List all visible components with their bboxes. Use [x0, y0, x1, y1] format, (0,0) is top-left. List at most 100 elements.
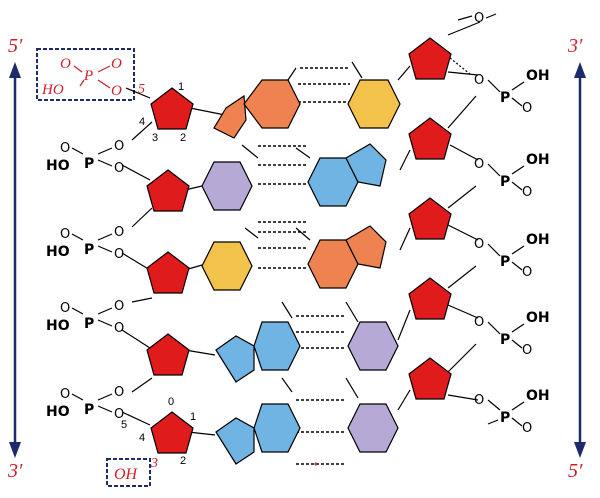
bottom-sugar-c1: 1: [190, 411, 196, 423]
phosphate-box-o-left: O: [60, 56, 71, 72]
svg-text:P: P: [500, 332, 510, 348]
base-row3-left-pyrimidine: [201, 241, 253, 291]
right-phosphate-1: O OH P O O: [457, 11, 550, 116]
left-sugars: [146, 87, 194, 454]
left-phosphate-4: O O HO P O: [46, 385, 124, 422]
right-phosphate-2: O OH P O: [474, 152, 550, 200]
svg-text:O: O: [474, 157, 484, 172]
base-row4-right-pyrimidine: [347, 321, 399, 371]
phosphate-5prime-group: O P O HO O 5: [41, 56, 151, 99]
top-sugar-c1: 1: [178, 81, 184, 93]
glycosidic-bonds: [184, 65, 411, 436]
phosphate-box-o-bottom: O: [111, 83, 122, 99]
svg-text:P: P: [84, 156, 94, 172]
left-sugar-1: [150, 87, 194, 130]
right-top-3prime-label: 3′: [567, 35, 583, 57]
phosphate-box-o-right: O: [111, 56, 122, 72]
svg-text:OH: OH: [526, 388, 550, 404]
base-row5-left-purine: [215, 403, 301, 465]
base-row3-right-purine: [307, 225, 387, 289]
base-row1-right-pyrimidine: [347, 79, 401, 129]
left-phosphate-1: O O HO P O: [46, 139, 124, 176]
right-sugar-4: [408, 277, 452, 320]
top-sugar-c2: 2: [180, 132, 186, 144]
base-row2-left-pyrimidine: [201, 161, 253, 211]
svg-text:O: O: [60, 301, 70, 316]
right-phosphate-4: O OH P O: [474, 310, 550, 358]
left-sugar-2: [146, 169, 190, 212]
svg-text:HO: HO: [46, 244, 70, 260]
svg-text:OH: OH: [526, 152, 550, 168]
left-backbone-lines: [121, 121, 153, 426]
hydrogen-bonds: [258, 67, 350, 465]
svg-text:O: O: [474, 73, 484, 88]
svg-text:O: O: [114, 161, 124, 176]
left-phosphate-3: O O HO P O: [46, 299, 124, 336]
svg-text:O: O: [114, 385, 124, 400]
right-sugar-2: [408, 117, 452, 160]
svg-text:O: O: [114, 247, 124, 262]
left-strand-arrow: [9, 62, 21, 458]
svg-text:O: O: [474, 11, 484, 26]
svg-text:O: O: [114, 299, 124, 314]
base-row5-right-pyrimidine: [347, 403, 399, 453]
svg-text:O: O: [114, 321, 124, 336]
svg-text:O: O: [60, 387, 70, 402]
left-sugar-5: [150, 411, 194, 454]
svg-text:O: O: [60, 141, 70, 156]
oh-3prime-text: OH: [114, 466, 139, 483]
svg-text:O: O: [474, 393, 484, 408]
right-phosphate-5: O OH P O: [474, 388, 550, 436]
right-strand-arrow: [574, 62, 586, 458]
left-sugar-3: [146, 251, 190, 294]
svg-text:O: O: [60, 227, 70, 242]
svg-text:O: O: [522, 265, 532, 280]
svg-text:O: O: [522, 421, 532, 436]
top-sugar-c3: 3: [152, 132, 158, 144]
svg-text:P: P: [84, 402, 94, 418]
phosphate-box-carbon-5: 5: [138, 82, 145, 97]
left-top-5prime-label: 5′: [8, 35, 23, 57]
top-sugar-c4: 4: [139, 116, 145, 128]
red-dot-marker: [314, 462, 318, 466]
phosphate-box-ho: HO: [41, 82, 64, 98]
ring-connector-bonds: [241, 61, 363, 399]
svg-text:P: P: [500, 174, 510, 190]
svg-text:O: O: [474, 237, 484, 252]
right-sugar-3: [408, 197, 452, 240]
right-bottom-5prime-label: 5′: [568, 460, 583, 482]
phosphate-box-p: P: [83, 68, 93, 84]
svg-text:O: O: [114, 139, 124, 154]
svg-text:O: O: [522, 101, 532, 116]
svg-text:OH: OH: [526, 232, 550, 248]
svg-text:P: P: [500, 90, 510, 106]
svg-text:P: P: [84, 242, 94, 258]
left-sugar-4: [146, 333, 190, 376]
right-sugar-5: [408, 357, 452, 400]
right-backbone-lines: [447, 21, 481, 401]
svg-text:OH: OH: [526, 310, 550, 326]
bottom-sugar-c5: 5: [121, 419, 127, 431]
svg-text:O: O: [522, 343, 532, 358]
svg-text:HO: HO: [46, 318, 70, 334]
base-row4-left-purine: [215, 321, 301, 383]
right-sugars: [408, 37, 452, 400]
top-right-dashed-bond: [449, 57, 471, 75]
svg-text:OH: OH: [526, 68, 550, 84]
bottom-sugar-c4: 4: [139, 432, 145, 444]
oh-3prime-box: [106, 458, 151, 487]
svg-text:O: O: [522, 185, 532, 200]
svg-text:HO: HO: [46, 158, 70, 174]
svg-text:P: P: [500, 410, 510, 426]
left-bottom-3prime-label: 3′: [7, 460, 23, 482]
svg-text:O: O: [114, 225, 124, 240]
bottom-sugar-c2: 2: [180, 455, 186, 467]
base-row2-right-purine: [307, 143, 387, 207]
base-row1-left-purine: [213, 79, 301, 139]
right-sugar-1: [408, 37, 452, 80]
svg-text:O: O: [474, 315, 484, 330]
left-phosphate-2: O O HO P O: [46, 225, 124, 262]
bottom-sugar-carbon-3-red: 3: [150, 456, 158, 471]
svg-text:P: P: [84, 316, 94, 332]
